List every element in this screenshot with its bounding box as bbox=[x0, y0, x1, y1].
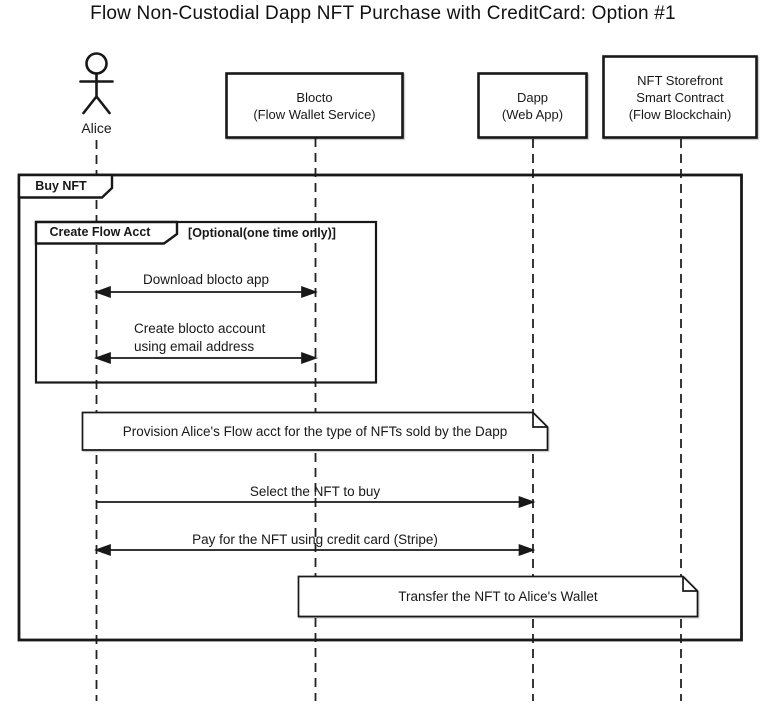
participant-boxes bbox=[225, 55, 758, 139]
arrowhead-left-icon bbox=[93, 285, 111, 299]
note-fold-corner-icon bbox=[532, 412, 548, 428]
pay-for-nft-arrow bbox=[93, 543, 536, 557]
participant-line: Dapp bbox=[516, 89, 549, 105]
message-arrows bbox=[93, 285, 536, 557]
message-create-blocto-account: Create blocto account using email addres… bbox=[134, 320, 265, 355]
create-flow-acct-frame-label-shape bbox=[34, 220, 179, 245]
arrowhead-right-icon bbox=[301, 351, 319, 365]
arrowhead-right-icon bbox=[518, 495, 536, 509]
participant-line: (Web App) bbox=[501, 106, 564, 122]
arrowhead-right-icon bbox=[301, 285, 319, 299]
message-line: Create blocto account bbox=[134, 321, 266, 336]
note-fold-corner-icon bbox=[682, 576, 698, 592]
message-download-blocto-app: Download blocto app bbox=[142, 271, 270, 287]
create-flow-acct-frame bbox=[34, 220, 378, 384]
optional-condition-label: [Optional(one time only)] bbox=[188, 225, 336, 240]
actor-alice-label: Alice bbox=[81, 119, 112, 136]
participant-line: Blocto bbox=[296, 89, 333, 105]
transfer-note-text: Transfer the NFT to Alice's Wallet bbox=[398, 589, 598, 604]
diagram-title: Flow Non-Custodial Dapp NFT Purchase wit… bbox=[90, 3, 676, 24]
participant-line: NFT Storefront bbox=[637, 72, 723, 88]
create-flow-acct-frame-label: Create Flow Acct bbox=[49, 225, 151, 239]
participant-line: (Flow Wallet Service) bbox=[253, 106, 376, 122]
nft-storefront-box bbox=[602, 55, 758, 139]
buy-nft-frame-label: Buy NFT bbox=[35, 178, 87, 193]
message-pay-for-nft: Pay for the NFT using credit card (Strip… bbox=[192, 531, 438, 547]
arrowhead-left-icon bbox=[93, 543, 111, 557]
transfer-note-shape bbox=[297, 575, 699, 618]
arrowhead-left-icon bbox=[93, 351, 111, 365]
participant-nft-storefront: NFT Storefront Smart Contract (Flow Bloc… bbox=[603, 56, 757, 138]
select-nft-arrow bbox=[96, 495, 536, 509]
provision-note-text: Provision Alice's Flow acct for the type… bbox=[122, 423, 508, 439]
buy-nft-frame bbox=[17, 173, 743, 642]
message-line: using email address bbox=[134, 338, 255, 354]
dapp-box bbox=[477, 72, 588, 139]
download-blocto-app-arrow bbox=[93, 285, 319, 299]
arrowhead-right-icon bbox=[518, 543, 536, 557]
create-blocto-account-arrow bbox=[93, 351, 319, 365]
buy-nft-frame-label-shape bbox=[17, 173, 114, 199]
participant-line: (Flow Blockchain) bbox=[628, 106, 732, 122]
blocto-box bbox=[225, 72, 404, 139]
participant-line: Smart Contract bbox=[636, 89, 724, 105]
provision-note-shape bbox=[81, 411, 549, 451]
message-select-nft: Select the NFT to buy bbox=[249, 483, 381, 499]
actor-icon bbox=[79, 52, 114, 115]
participant-blocto: Blocto (Flow Wallet Service) bbox=[226, 73, 403, 138]
participant-dapp: Dapp (Web App) bbox=[478, 73, 587, 138]
